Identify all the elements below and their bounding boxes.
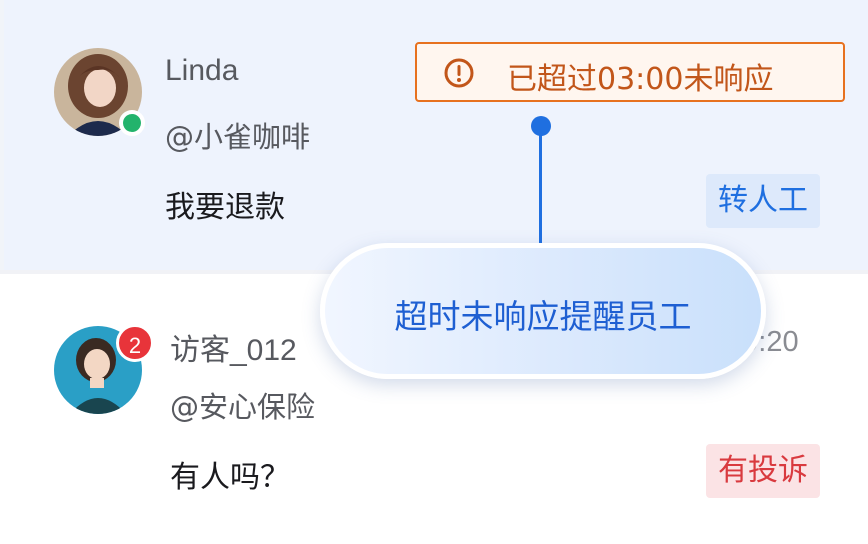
last-message: 有人吗？ [170, 460, 290, 495]
unread-count-badge: 2 [116, 324, 154, 362]
complaint-tag: 有投诉 [706, 444, 820, 498]
last-message: 我要退款 [165, 190, 285, 225]
timeout-alert-badge: 已超过03:00未响应 [415, 42, 845, 102]
transfer-tag: 转人工 [706, 174, 820, 228]
callout-text: 超时未响应提醒员工 [394, 297, 692, 336]
timeout-alert-text: 已超过03:00未响应 [507, 62, 774, 97]
shop-name: @安心保险 [170, 390, 316, 424]
contact-name: Linda [165, 54, 239, 87]
shop-name: @小雀咖啡 [165, 120, 311, 154]
callout-connector-line [539, 130, 542, 246]
online-status-dot [119, 110, 145, 136]
exclamation-circle-icon [444, 58, 474, 88]
avatar[interactable] [54, 48, 145, 136]
reminder-callout: 超时未响应提醒员工 [320, 243, 766, 379]
contact-name: 访客_012 [170, 334, 297, 367]
callout-connector-dot [531, 116, 551, 136]
avatar[interactable]: 2 [54, 324, 154, 414]
user-avatar-icon [54, 326, 142, 414]
